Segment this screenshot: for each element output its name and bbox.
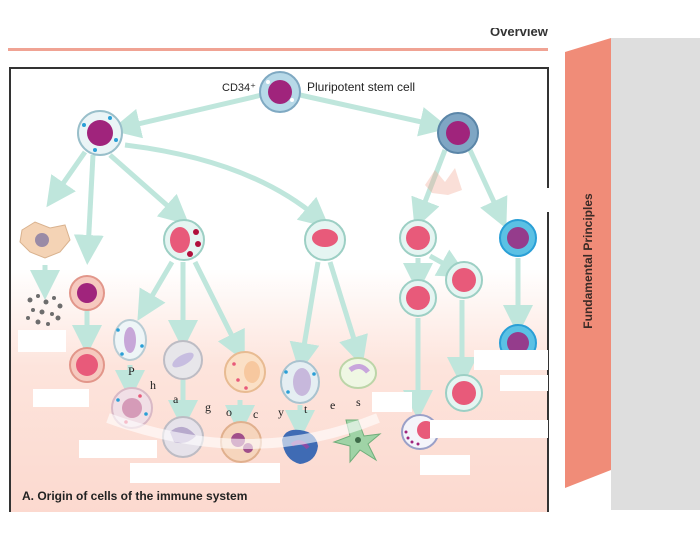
stem-cell-icon — [259, 71, 301, 113]
phagocytes-letter: s — [356, 395, 361, 409]
arrow-to-monocyte — [289, 261, 321, 373]
arrow-to-eosinophil — [137, 260, 175, 321]
granulocyte-progenitor-icon — [163, 219, 205, 261]
myeloid-progenitor-icon — [77, 110, 123, 156]
arrow-to-b-progenitor — [467, 148, 508, 229]
arrow-to-basophil — [192, 260, 245, 362]
lymphoid-progenitor-icon — [437, 112, 479, 154]
side-tab-top — [565, 38, 611, 52]
figure-caption: A. Origin of cells of the immune system — [22, 489, 248, 503]
megakaryocyte-icon — [19, 221, 71, 259]
faded-cell-icon — [425, 168, 462, 195]
phagocytes-arc — [106, 413, 380, 449]
b-progenitor-icon — [499, 219, 537, 257]
dendritic-precursor-icon — [339, 357, 377, 389]
arrow-to-lymphoid-progenitor — [299, 92, 450, 137]
phagocytes-letter: c — [253, 407, 259, 421]
monocyte-progenitor-icon — [304, 219, 346, 261]
arrow-to-monocyte-progenitor — [124, 142, 330, 228]
phagocytes-letter: h — [150, 378, 156, 392]
lineage-arrows — [30, 92, 533, 440]
side-tab — [565, 52, 611, 470]
phagocytes-letter: P — [128, 364, 135, 378]
erythroblast-icon — [69, 275, 105, 311]
eosinophil-icon — [113, 319, 147, 361]
t-cell-intermediate-icon — [399, 279, 437, 317]
arrow-to-erythroid — [73, 154, 104, 265]
stem-marker-label: CD34⁺ — [222, 82, 256, 94]
erythrocyte-icon — [69, 347, 105, 383]
phagocytes-letter: a — [173, 392, 179, 406]
neutrophil-icon — [163, 340, 203, 380]
side-panel — [611, 38, 700, 510]
basophil-icon — [224, 351, 266, 393]
phagocytes-letter: o — [226, 405, 232, 419]
arrow-to-granulocyte-progenitor — [108, 153, 190, 225]
header-rule — [8, 48, 548, 51]
t-progenitor-icon — [399, 219, 437, 257]
phagocytes-letter: g — [205, 400, 211, 414]
t-cell-mature-icon — [445, 374, 483, 412]
nk-cell-icon — [445, 261, 483, 299]
platelets-icon — [26, 294, 63, 326]
stem-cell-label: Pluripotent stem cell — [307, 80, 416, 94]
arrow-to-mast-lineage — [46, 150, 88, 208]
side-tab-bottom — [565, 470, 611, 488]
arrow-to-dendritic — [327, 261, 368, 367]
monocyte-icon — [280, 360, 320, 404]
blank-label-boxes — [18, 182, 552, 483]
phagocytes-letter: e — [330, 398, 336, 412]
arrow-to-t-progenitor — [411, 149, 448, 230]
section-title: Overview — [490, 28, 548, 39]
phagocytes-letter: y — [278, 405, 284, 419]
phagocytes-letter: t — [304, 402, 308, 416]
arrow-to-myeloid-progenitor — [110, 92, 263, 139]
